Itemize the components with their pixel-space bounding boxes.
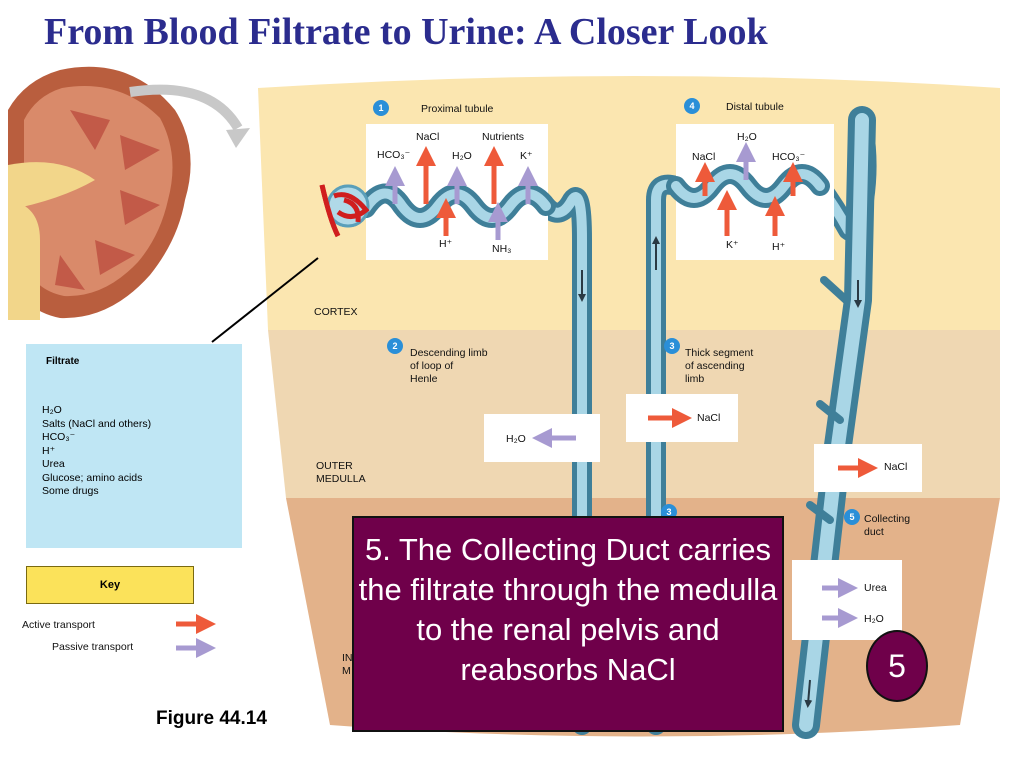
step-badge-proximal: 1 <box>373 100 389 116</box>
descending-h2o-label: H₂O <box>506 433 526 445</box>
distal-k-label: K⁺ <box>726 239 739 251</box>
collecting-duct-line-2: duct <box>864 526 884 538</box>
step-badge-thick: 3 <box>664 338 680 354</box>
figure-label: Figure 44.14 <box>156 708 267 729</box>
step-badge-descending: 2 <box>387 338 403 354</box>
collecting-urea-label: Urea <box>864 582 887 594</box>
pointer-line <box>211 257 319 343</box>
collecting-duct-line-1: Collecting <box>864 513 911 525</box>
descending-limb-line-3: Henle <box>410 373 438 385</box>
key-active-label: Active transport <box>22 619 95 631</box>
collecting-urea-box <box>792 560 902 640</box>
descending-limb-line-2: of loop of <box>410 360 454 372</box>
filtrate-panel: Filtrate H₂O Salts (NaCl and others) HCO… <box>26 344 242 548</box>
proximal-hco3-label: HCO₃⁻ <box>377 149 411 161</box>
proximal-tubule-label: Proximal tubule <box>421 103 494 115</box>
filtrate-item: Some drugs <box>42 485 99 497</box>
proximal-nutrients-label: Nutrients <box>482 131 525 143</box>
zoom-arrow <box>129 84 243 131</box>
key-box: Key <box>26 566 194 604</box>
cortex-label: CORTEX <box>314 306 358 318</box>
filtrate-title: Filtrate <box>46 356 80 367</box>
inner-medulla-label-1: IN <box>342 652 353 664</box>
inner-medulla-label-2: M <box>342 665 351 677</box>
proximal-k-label: K⁺ <box>520 150 533 162</box>
outer-medulla-label-1: OUTER <box>316 460 353 472</box>
filtrate-list: H₂O Salts (NaCl and others) HCO₃⁻ H⁺ Ure… <box>42 404 151 499</box>
distal-hco3-label: HCO₃⁻ <box>772 151 806 163</box>
filtrate-item: Salts (NaCl and others) <box>42 417 152 430</box>
filtrate-item: Glucose; amino acids <box>42 471 143 484</box>
step-badge-collecting: 5 <box>844 509 860 525</box>
distal-h-label: H⁺ <box>772 241 786 253</box>
step-number-badge: 5 <box>866 630 928 702</box>
outer-medulla-label-2: MEDULLA <box>316 473 366 485</box>
kidney-illustration <box>8 66 191 320</box>
distal-h2o-label: H₂O <box>737 131 757 143</box>
distal-nacl-label: NaCl <box>692 151 716 163</box>
step-badge-distal: 4 <box>684 98 700 114</box>
thick-segment-line-1: Thick segment <box>685 347 754 359</box>
filtrate-item: H₂O <box>42 404 62 416</box>
key-passive-label: Passive transport <box>52 641 134 653</box>
callout-box: 5. The Collecting Duct carries the filtr… <box>352 516 784 732</box>
filtrate-item: H⁺ <box>42 444 56 457</box>
proximal-nh3-label: NH₃ <box>492 243 512 255</box>
thick-segment-line-3: limb <box>685 373 705 385</box>
descending-limb-line-1: Descending limb <box>410 347 488 359</box>
filtrate-item: HCO₃⁻ <box>42 431 76 443</box>
slide-title: From Blood Filtrate to Urine: A Closer L… <box>44 11 768 53</box>
filtrate-item: Urea <box>42 458 65 470</box>
thick-nacl-label: NaCl <box>697 412 721 424</box>
proximal-h-label: H⁺ <box>439 238 453 250</box>
proximal-h2o-label: H₂O <box>452 150 472 162</box>
thick-segment-line-2: of ascending <box>685 360 745 372</box>
collecting-h2o-label: H₂O <box>864 613 884 625</box>
distal-tubule-label: Distal tubule <box>726 101 784 113</box>
collecting-nacl-label: NaCl <box>884 461 908 473</box>
proximal-nacl-label: NaCl <box>416 131 440 143</box>
